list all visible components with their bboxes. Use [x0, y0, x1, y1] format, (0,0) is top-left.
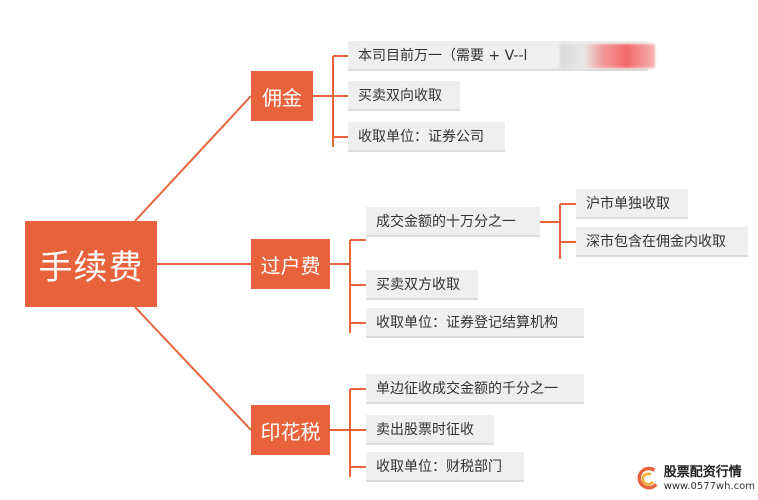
leaf-commission-parties: 买卖双向收取	[348, 81, 460, 111]
connector-stamp-leaves	[350, 388, 366, 468]
connector-commission-leaves	[333, 55, 348, 138]
branch-stamp-label: 印花税	[260, 419, 321, 444]
root-label: 手续费	[38, 247, 144, 288]
connector-root-commission	[134, 95, 252, 222]
branch-transfer-label: 过户费	[260, 253, 321, 278]
leaf-stamp-rate: 单边征收成交金额的千分之一	[366, 374, 584, 404]
branch-commission-label: 佣金	[262, 85, 302, 110]
root-node: 手续费	[25, 221, 157, 307]
leaf-transfer-rate: 成交金额的十万分之一	[366, 207, 540, 237]
leaf-stamp-when: 卖出股票时征收	[366, 415, 494, 445]
leaf-stamp-collector: 收取单位：财税部门	[366, 452, 524, 482]
redacted-contact	[560, 44, 655, 68]
connector-transfer-leaves	[350, 239, 366, 324]
leaf-commission-collector: 收取单位：证券公司	[348, 122, 505, 152]
connector-root-stamp	[134, 306, 252, 431]
leaf-transfer-shenzhen: 深市包含在佣金内收取	[576, 227, 748, 257]
leaf-transfer-shanghai: 沪市单独收取	[576, 189, 688, 219]
branch-commission: 佣金	[251, 71, 313, 121]
leaf-transfer-collector: 收取单位：证券登记结算机构	[366, 308, 584, 338]
branch-transfer: 过户费	[251, 239, 330, 289]
leaf-transfer-parties: 买卖双方收取	[366, 270, 478, 300]
branch-stamp: 印花税	[251, 405, 330, 455]
watermark-logo-icon	[637, 466, 658, 490]
watermark: 股票配资行情 www.0577wh.com	[637, 461, 755, 497]
watermark-url: www.0577wh.com	[663, 481, 755, 492]
watermark-title: 股票配资行情	[663, 465, 742, 480]
connector-transfer-sub-leaves	[560, 203, 576, 243]
